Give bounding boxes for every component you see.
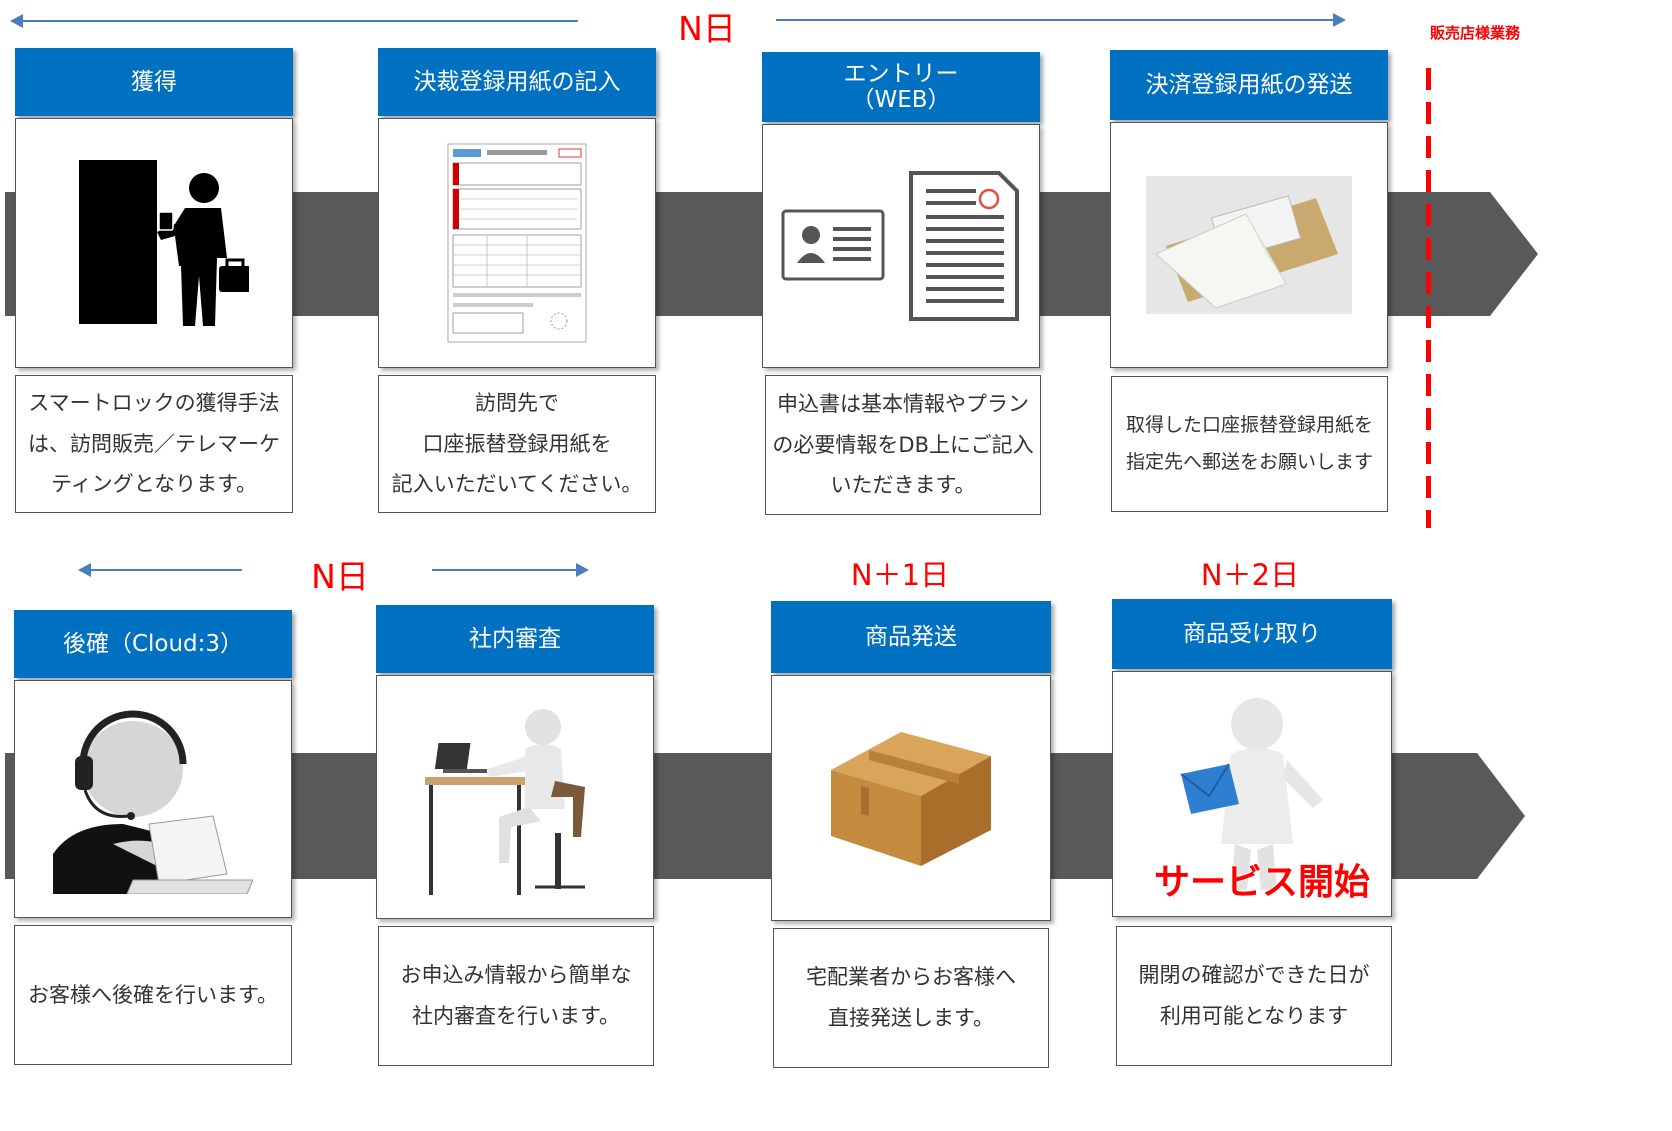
person-with-envelope-icon <box>1180 698 1323 890</box>
service-start-overlay: サービス開始 <box>1154 862 1371 903</box>
step-header: 決裁登録用紙の記入 <box>378 48 656 116</box>
step-header: 商品発送 <box>771 601 1051 673</box>
step-header: 獲得 <box>15 48 293 116</box>
step-header: 決済登録用紙の発送 <box>1110 50 1388 120</box>
application-form-icon <box>447 143 587 343</box>
period-arrow-right-row1 <box>776 13 1346 27</box>
timeline-band-arrow-row1 <box>1490 192 1538 316</box>
vendor-duty-label: 販売店様業務 <box>1430 24 1521 42</box>
id-card-document-icon <box>781 171 1019 321</box>
step-image <box>378 118 656 368</box>
person-at-desk-icon <box>425 709 585 895</box>
timeline-band-arrow-row2 <box>1477 753 1525 879</box>
step-description: 開閉の確認ができた日が 利用可能となります <box>1116 926 1392 1066</box>
step-header: 商品受け取り <box>1112 599 1392 669</box>
step-post-confirmation: 後確（Cloud:3） お客様へ後確を行います。 <box>14 610 292 1131</box>
day-label-row1: N日 <box>678 9 736 48</box>
step-image <box>771 675 1051 921</box>
period-arrow-left-row1 <box>10 14 578 28</box>
step-image <box>15 118 293 368</box>
step-header: エントリー （WEB） <box>762 52 1040 122</box>
step-description: お客様へ後確を行います。 <box>14 925 292 1065</box>
period-arrow-right-row2 <box>432 563 589 577</box>
step-image <box>1112 671 1392 917</box>
step-acquisition: 獲得 スマートロックの獲得手法は、訪問販売／テレマーケティングとなります。 <box>15 48 293 518</box>
step-product-receipt: 商品受け取り サービス開始 開閉の確認ができた日が 利用可能となります <box>1112 599 1392 1131</box>
step-product-shipping: 商品発送 宅配業者からお客様へ 直接発送します。 <box>771 601 1051 1131</box>
step-image <box>14 680 292 918</box>
step-internal-review: 社内審査 お申込み情報から簡単な 社内審査を行います。 <box>376 605 654 1131</box>
day-label-row2-n2: N＋2日 <box>1200 558 1300 592</box>
step-description: 申込書は基本情報やプランの必要情報をDB上にご記入いただきます。 <box>765 375 1041 515</box>
step-header: 社内審査 <box>376 605 654 673</box>
step-description: お申込み情報から簡単な 社内審査を行います。 <box>378 926 654 1066</box>
day-label-row2-n: N日 <box>311 557 369 596</box>
period-arrow-left-row2 <box>78 563 242 577</box>
step-header: 後確（Cloud:3） <box>14 610 292 678</box>
step-image <box>376 675 654 919</box>
step-description: 宅配業者からお客様へ 直接発送します。 <box>773 928 1049 1068</box>
headset-operator-icon <box>53 710 253 894</box>
step-description: スマートロックの獲得手法は、訪問販売／テレマーケティングとなります。 <box>15 375 293 513</box>
step-form-filling: 決裁登録用紙の記入 訪問先で 口座振替登録用紙を 記入い <box>378 48 656 518</box>
person-at-door-icon <box>79 160 249 326</box>
vendor-duty-boundary-line <box>1426 68 1431 528</box>
step-image <box>1110 122 1388 368</box>
step-description: 訪問先で 口座振替登録用紙を 記入いただいてください。 <box>378 375 656 513</box>
step-form-shipping: 決済登録用紙の発送 取得した口座振替登録用紙を 指定先へ郵送をお願いします <box>1110 50 1388 515</box>
cardboard-box-icon <box>831 732 991 866</box>
step-description: 取得した口座振替登録用紙を 指定先へ郵送をお願いします <box>1111 376 1388 512</box>
step-image <box>762 124 1040 368</box>
envelope-mail-icon <box>1146 176 1352 314</box>
step-entry-web: エントリー （WEB） 申込書は基本情報やプランの必要情報をDB上にご記入いただ… <box>762 52 1041 518</box>
day-label-row2-n1: N＋1日 <box>850 558 950 592</box>
